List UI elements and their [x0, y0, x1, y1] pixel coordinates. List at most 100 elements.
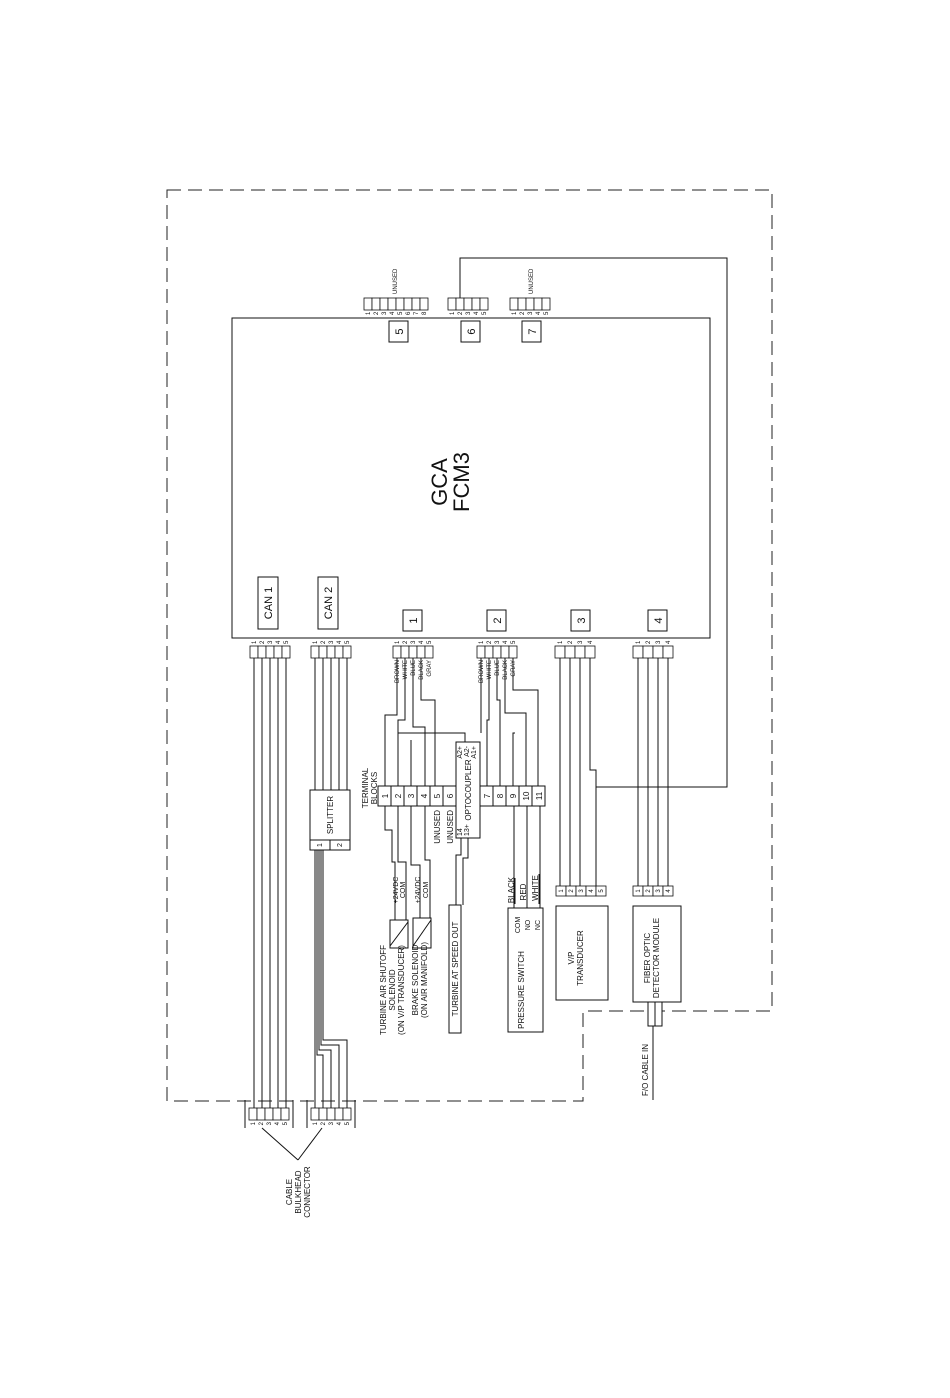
svg-text:2: 2: [403, 640, 409, 644]
svg-text:2: 2: [260, 640, 266, 644]
svg-text:5: 5: [284, 640, 290, 644]
svg-text:1: 1: [317, 843, 324, 847]
svg-text:TURBINE AIR SHUTOFF: TURBINE AIR SHUTOFF: [379, 945, 388, 1035]
svg-text:3: 3: [656, 889, 662, 893]
svg-text:2: 2: [646, 640, 652, 644]
fiber-optic-module: FIBER OPTIC DETECTOR MODULE: [632, 905, 682, 1003]
svg-text:CABLE: CABLE: [285, 1179, 294, 1205]
svg-text:6: 6: [466, 328, 478, 334]
connector-5: 5 1 2 3 4 5 6 7 8 UNUSED: [363, 268, 429, 343]
connector-7: 7 1 2 3 4 5 UNUSED: [509, 268, 551, 343]
svg-text:7: 7: [483, 793, 492, 798]
svg-text:(ON AIR MANIFOLD): (ON AIR MANIFOLD): [420, 942, 429, 1018]
svg-text:BLACK: BLACK: [503, 660, 509, 680]
fo-cable: F/O CABLE IN: [641, 1001, 663, 1100]
svg-text:4: 4: [653, 617, 665, 623]
svg-text:3: 3: [329, 640, 335, 644]
can2-wires: [314, 658, 348, 1108]
svg-text:3: 3: [578, 640, 584, 644]
svg-text:5: 5: [345, 640, 351, 644]
svg-text:V/P: V/P: [567, 952, 576, 965]
j1-pins: 1 2 3 4 5 BROWN WHITE BLUE BLACK GRAY: [392, 640, 434, 683]
svg-text:1: 1: [450, 311, 456, 315]
svg-text:BROWN: BROWN: [479, 660, 485, 683]
svg-text:11: 11: [535, 791, 544, 800]
brake-solenoid: +24VDC COM: [412, 877, 432, 949]
svg-text:SOLENOID: SOLENOID: [388, 969, 397, 1011]
svg-text:2: 2: [394, 793, 403, 798]
svg-text:A2+: A2+: [457, 746, 464, 759]
svg-text:WHITE: WHITE: [531, 875, 540, 901]
brake-solenoid-label: BRAKE SOLENOID (ON AIR MANIFOLD): [411, 942, 429, 1018]
svg-text:1: 1: [313, 1121, 319, 1125]
svg-text:1: 1: [479, 640, 485, 644]
c6-loop-wire: [459, 257, 728, 886]
svg-text:DETECTOR MODULE: DETECTOR MODULE: [652, 918, 661, 998]
bulkhead-can2: 1 2 3 4 5: [306, 1100, 356, 1128]
terminal-blocks: 1 2 3 4 5 6 7 8 9 10 11: [377, 785, 546, 807]
j2-wires: [480, 658, 539, 786]
svg-text:+24VDC: +24VDC: [393, 877, 400, 904]
svg-text:5: 5: [345, 1121, 351, 1125]
svg-text:5: 5: [283, 1121, 289, 1125]
svg-text:BROWN: BROWN: [395, 660, 401, 683]
svg-text:8: 8: [496, 793, 505, 798]
svg-text:F/O CABLE IN: F/O CABLE IN: [641, 1044, 650, 1096]
svg-text:3: 3: [382, 311, 388, 315]
svg-text:SPLITTER: SPLITTER: [326, 796, 335, 834]
svg-text:BLACK: BLACK: [507, 876, 516, 903]
svg-text:2: 2: [374, 311, 380, 315]
svg-text:2: 2: [569, 889, 575, 893]
can2-pins: 1 2 3 4 5: [310, 640, 352, 659]
turbine-solenoid: +24VDC COM: [389, 877, 409, 949]
svg-text:PRESSURE SWITCH: PRESSURE SWITCH: [517, 951, 526, 1029]
svg-text:WHITE: WHITE: [403, 660, 409, 679]
svg-text:TURBINE AT SPEED OUT: TURBINE AT SPEED OUT: [451, 921, 460, 1016]
svg-text:COM: COM: [515, 917, 522, 934]
svg-text:2: 2: [259, 1121, 265, 1125]
svg-text:2: 2: [492, 617, 504, 623]
svg-text:13+: 13+: [464, 824, 471, 836]
svg-text:BRAKE SOLENOID: BRAKE SOLENOID: [411, 944, 420, 1015]
bulkhead-pointer: [261, 1127, 323, 1161]
svg-text:TERMINAL: TERMINAL: [361, 767, 370, 808]
pressure-switch: PRESSURE SWITCH COM NO NC BLACK RED WHIT…: [507, 874, 544, 1033]
svg-text:5: 5: [544, 311, 550, 315]
svg-text:2: 2: [487, 640, 493, 644]
svg-text:5: 5: [394, 328, 406, 334]
unused-label: UNUSED: [393, 268, 399, 294]
svg-text:BULKHEAD: BULKHEAD: [294, 1170, 303, 1213]
unused-label: UNUSED: [446, 810, 455, 844]
j2-label-box: 2: [486, 609, 507, 632]
svg-text:BLOCKS: BLOCKS: [370, 772, 379, 804]
svg-text:FCM3: FCM3: [449, 452, 474, 512]
svg-text:8: 8: [422, 311, 428, 315]
svg-text:4: 4: [275, 1121, 281, 1125]
svg-text:4: 4: [666, 640, 672, 644]
svg-text:CONNECTOR: CONNECTOR: [303, 1166, 312, 1218]
splitter: SPLITTER 1 2: [309, 789, 351, 851]
turbine-speed-out: TURBINE AT SPEED OUT: [448, 904, 462, 1034]
svg-text:1: 1: [395, 640, 401, 644]
svg-text:1: 1: [636, 640, 642, 644]
j4-wires: [637, 658, 669, 886]
svg-text:4: 4: [666, 889, 672, 893]
svg-text:4: 4: [589, 889, 595, 893]
svg-text:BLUE: BLUE: [495, 660, 501, 676]
svg-text:3: 3: [576, 617, 588, 623]
svg-text:2: 2: [568, 640, 574, 644]
svg-text:6: 6: [406, 311, 412, 315]
svg-text:7: 7: [414, 311, 420, 315]
svg-text:5: 5: [482, 311, 488, 315]
unused-label: UNUSED: [529, 268, 535, 294]
svg-text:14: 14: [457, 828, 464, 836]
svg-text:2: 2: [646, 889, 652, 893]
svg-text:FIBER OPTIC: FIBER OPTIC: [643, 933, 652, 983]
svg-text:COM: COM: [400, 882, 407, 899]
svg-text:9: 9: [509, 793, 518, 798]
can2-label-box: CAN 2: [317, 576, 339, 630]
svg-text:4: 4: [588, 640, 594, 644]
terminal-blocks-title: TERMINAL BLOCKS: [361, 767, 379, 808]
j3-label-box: 3: [570, 609, 591, 632]
svg-text:5: 5: [433, 793, 442, 798]
